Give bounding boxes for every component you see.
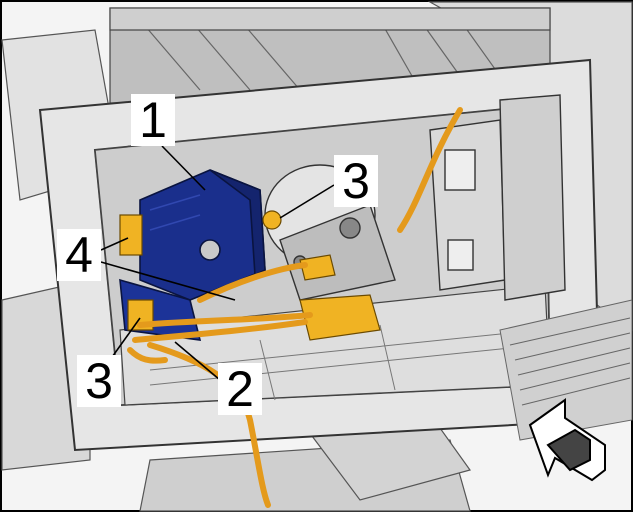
connector-3-top (262, 210, 282, 230)
right-bracket (429, 94, 566, 301)
wiring-harness (127, 107, 463, 508)
leader-lines (100, 145, 335, 381)
callout-2: 2 (218, 363, 262, 415)
connector-4 (119, 214, 143, 256)
callout-4: 4 (57, 229, 101, 281)
tray-ribs (149, 324, 541, 401)
callout-3-bottom: 3 (77, 355, 121, 407)
callout-1: 1 (131, 94, 175, 146)
direction-of-travel-arrow-icon (528, 398, 606, 482)
lower-grille (499, 299, 633, 441)
connector-main (299, 294, 381, 341)
callout-3-top: 3 (334, 155, 378, 207)
connector-small (299, 254, 336, 281)
